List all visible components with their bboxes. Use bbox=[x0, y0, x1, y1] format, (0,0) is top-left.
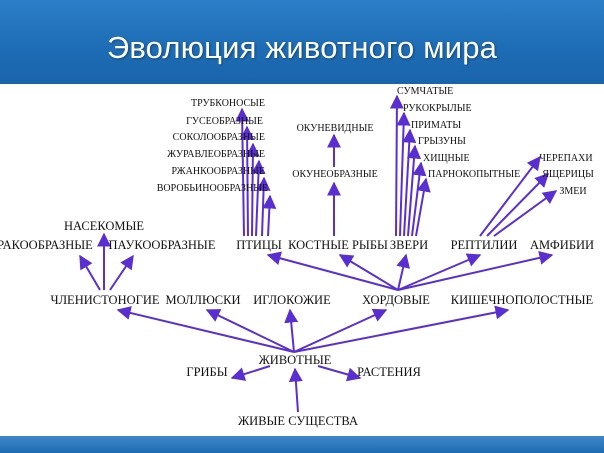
arrow bbox=[251, 159, 266, 237]
arrow bbox=[397, 253, 482, 291]
node-insects: НАСЕКОМЫЕ bbox=[64, 219, 144, 233]
node-arthropods: ЧЛЕНИСТОНОГИЕ bbox=[50, 293, 159, 307]
arrow bbox=[389, 94, 404, 237]
node-birds: ПТИЦЫ bbox=[236, 238, 282, 252]
node-amphibians: АМФИБИИ bbox=[530, 238, 594, 252]
bird-order: РЖАНКООБРАЗНЫЕ bbox=[171, 166, 265, 177]
node-mollusks: МОЛЛЮСКИ bbox=[165, 293, 240, 307]
fish-order: ОКУНЕОБРАЗНЫЕ bbox=[292, 169, 377, 180]
arrow bbox=[415, 177, 431, 237]
bird-order: СОКОЛООБРАЗНЫЕ bbox=[173, 132, 265, 143]
arrow bbox=[245, 142, 260, 237]
bird-order: ТРУБКОНОСЫЕ bbox=[191, 98, 265, 109]
bird-order: ГУСЕОБРАЗНЫЕ bbox=[186, 116, 263, 127]
node-reptiles: РЕПТИЛИИ bbox=[451, 238, 518, 252]
arrow bbox=[479, 155, 541, 237]
arrow bbox=[493, 190, 558, 237]
arrow bbox=[293, 308, 388, 353]
node-animals: ЖИВОТНЫЕ bbox=[259, 353, 332, 367]
arrow bbox=[284, 308, 299, 353]
arrow bbox=[288, 367, 303, 413]
arrow bbox=[293, 305, 510, 353]
arrow bbox=[205, 309, 295, 353]
node-fungi: ГРИБЫ bbox=[186, 365, 227, 379]
arrow bbox=[396, 111, 411, 237]
reptile-order: ЯЩЕРИЦЫ bbox=[542, 169, 594, 180]
node-chordates: ХОРДОВЫЕ bbox=[362, 293, 430, 307]
arrow bbox=[109, 254, 134, 291]
slide-title: Эволюция животного мира bbox=[106, 30, 498, 65]
mammal-order: ПАРНОКОПЫТНЫЕ bbox=[428, 169, 520, 180]
node-echinoderms: ИГЛОКОЖИЕ bbox=[253, 293, 331, 307]
mammal-order: ГРЫЗУНЫ bbox=[418, 136, 466, 147]
arrow bbox=[230, 365, 271, 381]
node-mammals: ЗВЕРИ bbox=[390, 238, 428, 252]
arrow bbox=[397, 250, 554, 291]
arrow-layer bbox=[79, 94, 558, 413]
reptile-order: ЧЕРЕПАХИ bbox=[539, 153, 592, 164]
reptile-order: ЗМЕИ bbox=[559, 186, 586, 197]
node-plants: РАСТЕНИЯ bbox=[357, 365, 421, 379]
mammal-order: ПРИМАТЫ bbox=[411, 120, 461, 131]
arrow bbox=[317, 365, 362, 382]
arrow bbox=[262, 194, 277, 237]
arrow bbox=[338, 254, 399, 291]
fish-order: ОКУНЕВИДНЫЕ bbox=[297, 123, 374, 134]
arrow bbox=[240, 125, 255, 237]
footer-band bbox=[0, 436, 604, 453]
node-arachnids: ПАУКООБРАЗНЫЕ bbox=[109, 238, 216, 252]
title-banner: Эволюция животного мира bbox=[0, 0, 604, 84]
arrow bbox=[396, 253, 411, 291]
mammal-order: СУМЧАТЫЕ bbox=[397, 86, 453, 97]
node-living-beings: ЖИВЫЕ СУЩЕСТВА bbox=[238, 414, 358, 428]
arrow bbox=[407, 144, 422, 237]
mammal-order: ХИЩНЫЕ bbox=[423, 153, 470, 164]
node-crustaceans: РАКООБРАЗНЫЕ bbox=[0, 238, 93, 252]
node-coelenterates: КИШЕЧНОПОЛОСТНЫЕ bbox=[451, 293, 594, 307]
node-bony-fish: КОСТНЫЕ РЫБЫ bbox=[288, 238, 388, 252]
arrow bbox=[486, 173, 549, 237]
bird-order: ЖУРАВЛЕОБРАЗНЫЕ bbox=[167, 149, 265, 160]
mammal-order: РУКОКРЫЛЫЕ bbox=[403, 103, 472, 114]
bird-order: ВОРОБЬИНООБРАЗНЫЕ bbox=[157, 183, 268, 194]
arrow bbox=[266, 251, 399, 291]
arrow bbox=[411, 161, 427, 237]
arrow bbox=[79, 254, 101, 291]
arrow bbox=[116, 306, 295, 353]
